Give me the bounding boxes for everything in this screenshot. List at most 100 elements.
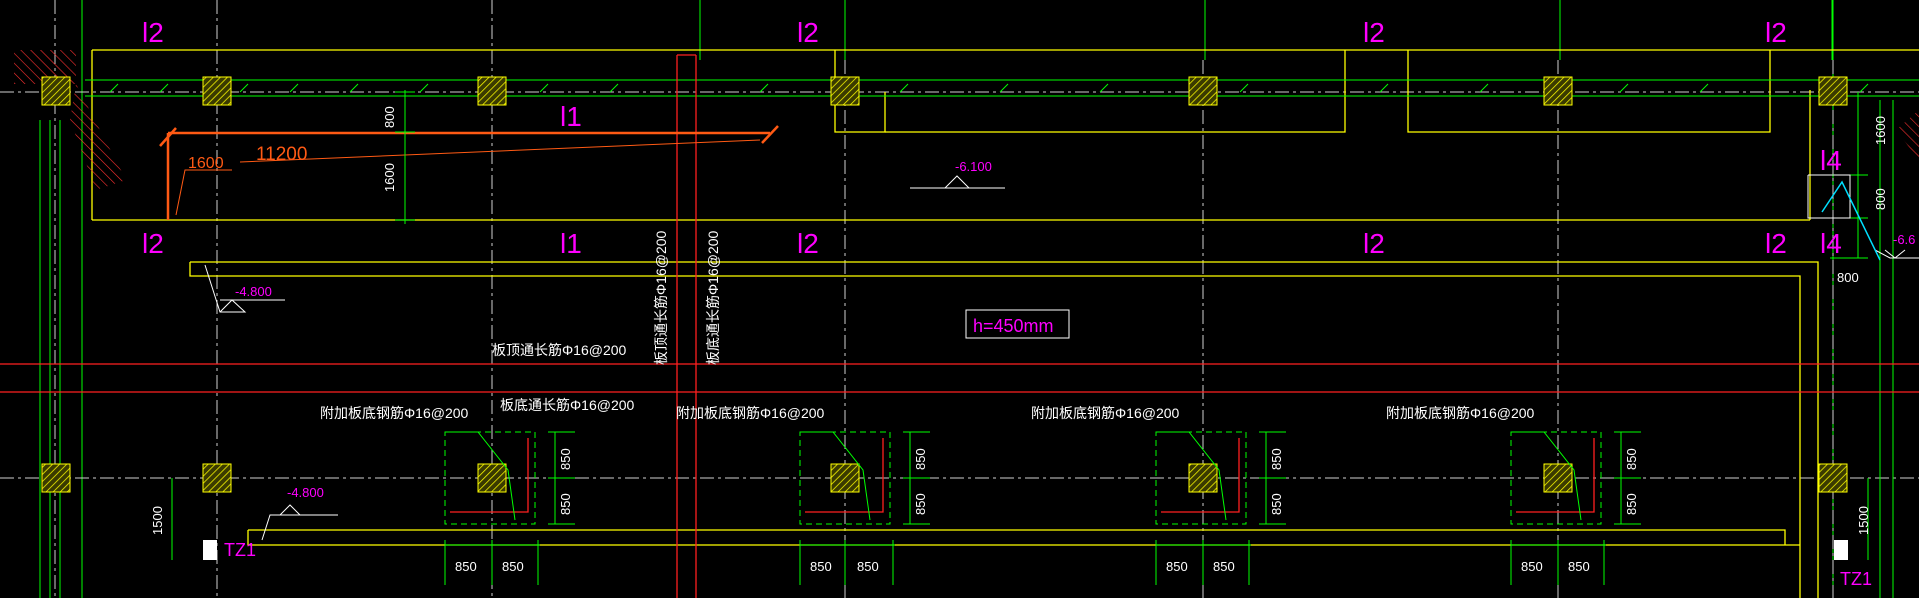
- hatch-tick: [1619, 83, 1629, 93]
- hatch-tick: [159, 83, 169, 93]
- rebar-bar: [805, 438, 884, 513]
- hatched-column-icon: [477, 463, 507, 493]
- rebar-note-extra: 附加板底钢筋Φ16@200: [1031, 405, 1180, 421]
- slab-inner-edge: [189, 262, 1801, 598]
- l4-box: [1807, 174, 1851, 219]
- section-lines: [0, 54, 1919, 598]
- hatched-column-icon: [830, 463, 860, 493]
- rebar-bar: [1516, 438, 1595, 513]
- hatched-column-icon: [1543, 463, 1573, 493]
- rebar-leader: [1511, 431, 1582, 521]
- elevation-line: [1874, 249, 1919, 259]
- slab-bottom-edge-2: [247, 530, 1800, 546]
- hatch-tick: [419, 83, 429, 93]
- dim-label: 850: [558, 448, 573, 470]
- hatched-column-icon: [830, 76, 860, 106]
- rebar-note-extra: 附加板底钢筋Φ16@200: [320, 405, 469, 421]
- dim-label: 850: [1568, 559, 1590, 574]
- dim-label: 850: [1269, 493, 1284, 515]
- tag-l2: l2: [1765, 228, 1787, 259]
- tag-tz1: TZ1: [1840, 569, 1872, 589]
- hatched-column-icon: [1818, 76, 1848, 106]
- rebar-tick: [159, 127, 177, 147]
- hatch-tick: [289, 83, 299, 93]
- dim-label: 850: [1166, 559, 1188, 574]
- rebar-bar: [1161, 438, 1240, 513]
- dim-label: 850: [502, 559, 524, 574]
- dim-label: 850: [455, 559, 477, 574]
- hatch-tick: [759, 83, 769, 93]
- rebar-zone-1: [444, 431, 536, 525]
- dim-label: 800: [1837, 270, 1859, 285]
- dim-group-2: [799, 431, 930, 585]
- tag-l1: l1: [560, 101, 582, 132]
- hatch-tick: [1379, 83, 1389, 93]
- hatch-tick: [349, 83, 359, 93]
- elevation-label: -6.6: [1893, 232, 1915, 247]
- slab-top-edge: [190, 261, 1819, 290]
- rebar-leader: [1156, 431, 1227, 521]
- rebar-tick: [761, 125, 779, 144]
- rebar-offset-label: 1600: [188, 155, 224, 172]
- hatch-tick: [1859, 83, 1869, 93]
- elevation-marker-icon: [261, 504, 338, 541]
- hatch-tick: [899, 83, 909, 93]
- dim-label: 1600: [1873, 116, 1888, 145]
- dim-label: 850: [857, 559, 879, 574]
- notch-3: [1407, 50, 1771, 133]
- dim-group-3: [1155, 431, 1286, 585]
- rebar-note-extra: 附加板底钢筋Φ16@200: [1386, 405, 1535, 421]
- hatch-tick: [1099, 83, 1109, 93]
- hatched-column-icon: [41, 76, 71, 106]
- crack-hatch-icon: [1896, 110, 1919, 160]
- tag-tz1: TZ1: [224, 540, 256, 560]
- rebar-note-extra: 附加板底钢筋Φ16@200: [676, 405, 825, 421]
- tag-l2: l2: [797, 17, 819, 48]
- dim-label: 850: [1269, 448, 1284, 470]
- dim-label: 1500: [1856, 506, 1871, 535]
- rebar-note-bottom: 板底通长筋Φ16@200: [500, 397, 635, 413]
- dimension-lines: [171, 90, 1869, 585]
- tag-l2: l2: [1363, 228, 1385, 259]
- tag-l2: l2: [1363, 17, 1385, 48]
- dim-label: 850: [1213, 559, 1235, 574]
- dim-label: 1600: [382, 163, 397, 192]
- rebar-leader: [800, 431, 871, 521]
- slab-bottom-edge: [248, 529, 1786, 545]
- elevation-triangle: [1884, 249, 1906, 259]
- elevation-label: -4.800: [235, 284, 272, 299]
- rebar-zone-3: [1155, 431, 1247, 525]
- hatched-column-icon: [41, 463, 71, 493]
- rebar-zone-4: [1510, 431, 1602, 525]
- dim-label: 850: [1521, 559, 1543, 574]
- dim-label: 850: [810, 559, 832, 574]
- elevation-triangle: [944, 175, 970, 189]
- crack-hatch-icon: [70, 84, 126, 190]
- rebar-bar: [450, 438, 529, 513]
- hatch-tick: [999, 83, 1009, 93]
- dim-label: 800: [382, 106, 397, 128]
- rebar-leader: [175, 169, 232, 216]
- dim-label: 850: [913, 493, 928, 515]
- hatched-column-icon: [1188, 463, 1218, 493]
- dim-group-4: [1510, 431, 1641, 585]
- hatch-tick: [609, 83, 619, 93]
- dim-label: 1500: [150, 506, 165, 535]
- tag-l1: l1: [560, 228, 582, 259]
- tag-l2: l2: [142, 17, 164, 48]
- dim-label: 850: [558, 493, 573, 515]
- hatched-column-icon: [1818, 463, 1848, 493]
- elevation-triangle: [279, 504, 301, 516]
- rebar-length-marker: [159, 125, 779, 220]
- hatch-tick: [239, 83, 249, 93]
- elevation-label: -6.100: [955, 159, 992, 174]
- hatched-column-icon: [202, 463, 232, 493]
- tag-l2: l2: [797, 228, 819, 259]
- dim-label: 850: [913, 448, 928, 470]
- rebar-leader: [239, 139, 761, 163]
- extra-rebar-zones: [444, 431, 1602, 525]
- rebar-length-label: 11200: [256, 144, 307, 165]
- tag-l4: l4: [1820, 228, 1842, 259]
- hatched-column-icon: [1543, 76, 1573, 106]
